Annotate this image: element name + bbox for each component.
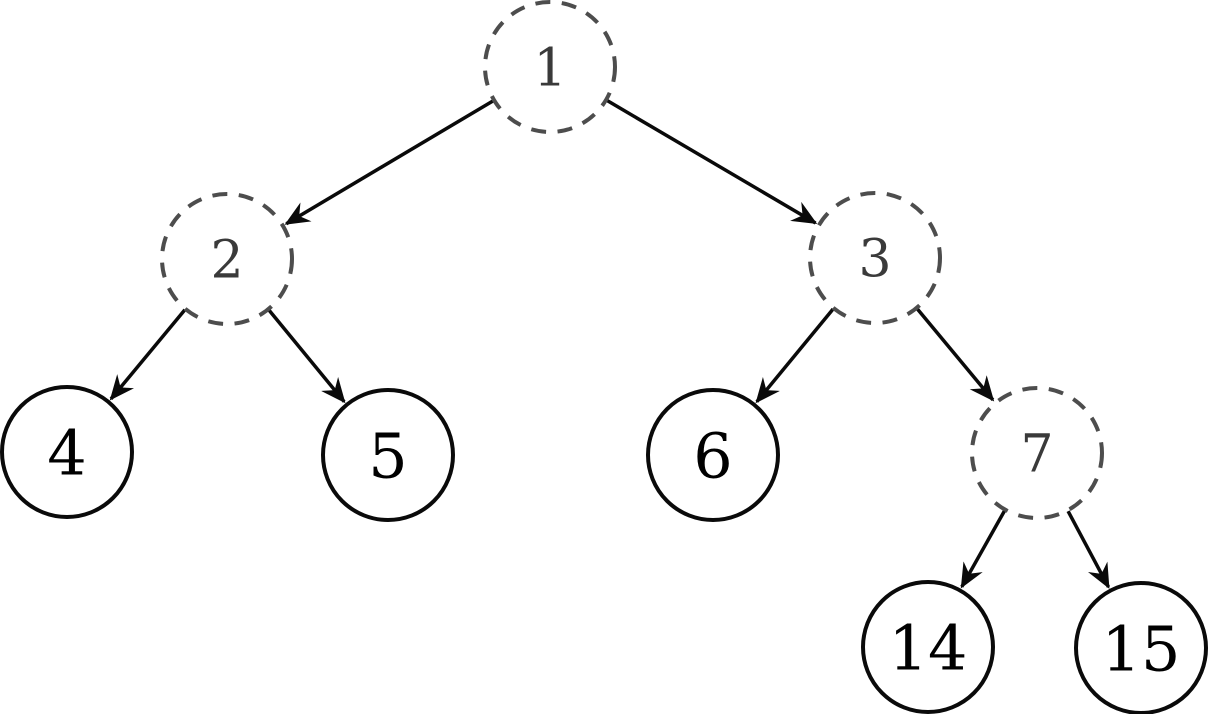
edge-7-to-14 [960, 509, 1007, 589]
tree-node-label: 1 [533, 39, 566, 99]
tree-node-4: 4 [0, 385, 134, 519]
tree-node-circle-dashed [808, 191, 942, 325]
tree-node-label: 2 [210, 231, 243, 291]
tree-node-circle-solid [321, 388, 455, 522]
tree-node-label: 14 [889, 611, 968, 684]
tree-node-6: 6 [646, 388, 780, 522]
tree-node-circle-dashed [160, 192, 294, 326]
tree-node-label: 7 [1020, 425, 1053, 485]
tree-node-5: 5 [321, 388, 455, 522]
tree-node-3: 3 [808, 191, 942, 325]
tree-node-label: 5 [368, 419, 407, 492]
tree-node-1: 1 [483, 0, 617, 134]
edge-3-to-6 [755, 307, 835, 404]
tree-node-7: 7 [970, 386, 1104, 520]
edge-2-to-5 [267, 308, 346, 404]
tree-node-2: 2 [160, 192, 294, 326]
tree-node-circle-solid [861, 580, 995, 714]
tree-node-circle-solid [646, 388, 780, 522]
tree-node-15: 15 [1074, 581, 1208, 714]
tree-node-circle-dashed [483, 0, 617, 134]
tree-node-circle-solid [0, 385, 134, 519]
tree-node-label: 6 [693, 419, 732, 492]
tree-node-label: 15 [1102, 612, 1181, 685]
edge-7-to-15 [1066, 510, 1111, 589]
edge-3-to-7 [915, 307, 995, 402]
tree-node-circle-solid [1074, 581, 1208, 714]
tree-node-label: 3 [858, 230, 891, 290]
edge-1-to-3 [606, 98, 818, 225]
tree-node-14: 14 [861, 580, 995, 714]
tree-node-circle-dashed [970, 386, 1104, 520]
edge-1-to-2 [284, 99, 495, 226]
tree-node-label: 4 [47, 416, 86, 489]
edges-layer [109, 98, 1111, 589]
edge-2-to-4 [109, 308, 187, 401]
